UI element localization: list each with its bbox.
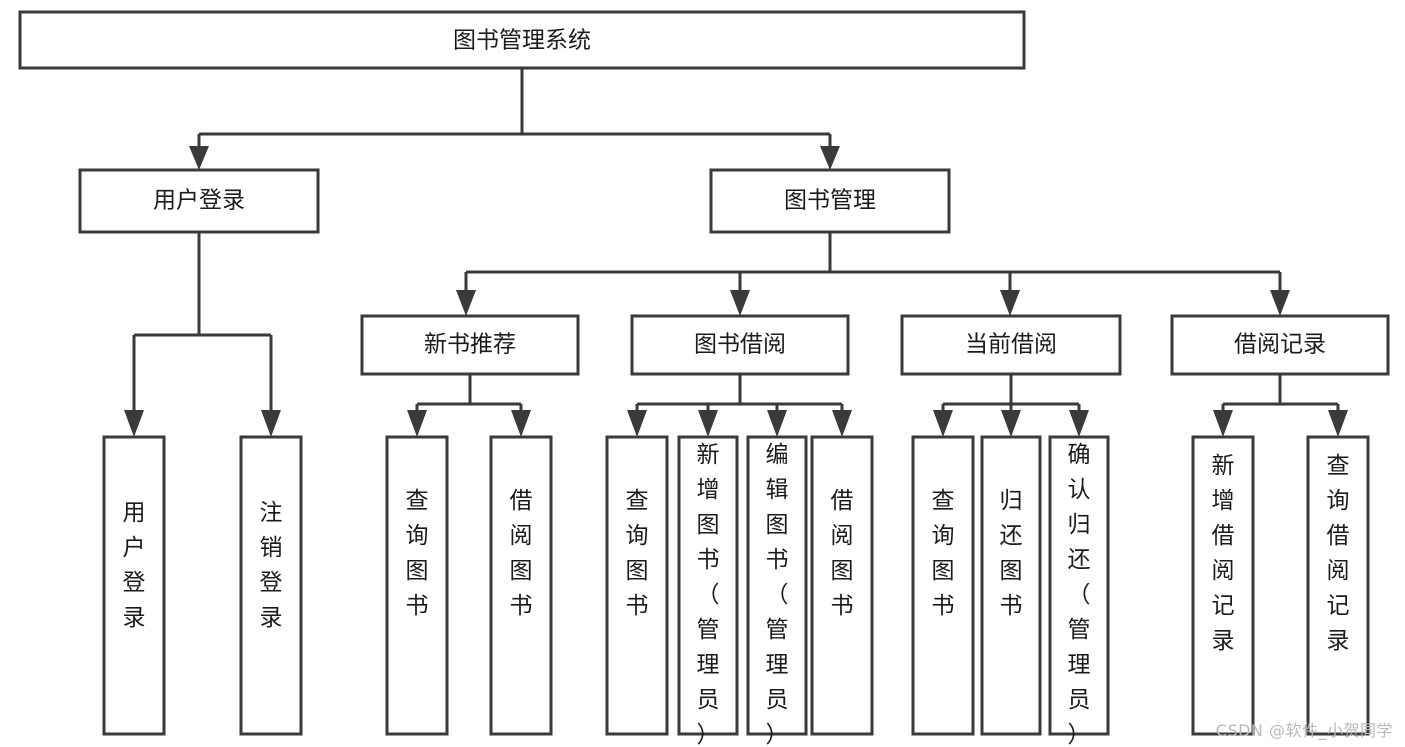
leaf-current-borrow-3[interactable]: 确认归还（管理员）: [1048, 435, 1110, 747]
leaf-user-login-2[interactable]: 注销登录: [239, 435, 303, 736]
leaf-user-login-2-box[interactable]: [239, 435, 303, 736]
arrow-borrow-record-leaf-2: [1328, 410, 1348, 437]
leaf-borrow-book-4[interactable]: 借阅图书: [810, 435, 874, 736]
arrow-user-login-leaf-1: [124, 410, 144, 437]
arrow-root-to-user-login: [189, 146, 209, 170]
node-book-borrow[interactable]: 图书借阅: [630, 314, 850, 376]
leaf-borrow-book-3-box[interactable]: [746, 435, 808, 736]
arrow-current-borrow-leaf-1: [933, 410, 953, 437]
leaf-borrow-book-2-box[interactable]: [677, 435, 739, 736]
connector-group-user-login: [124, 232, 281, 437]
connector-group-borrow-record: [1213, 374, 1348, 437]
leaf-new-book-2[interactable]: 借阅图书: [489, 435, 553, 736]
leaf-new-book-2-label: 借阅图书: [510, 488, 533, 619]
arrow-current-borrow-leaf-3: [1069, 410, 1089, 437]
node-borrow-record-label: 借阅记录: [1234, 332, 1326, 358]
leaf-new-book-2-box[interactable]: [489, 435, 553, 736]
leaf-borrow-record-2-box[interactable]: [1306, 435, 1370, 736]
arrow-book-mgmt-to-borrow-book: [730, 290, 750, 316]
leaf-current-borrow-1[interactable]: 查询图书: [911, 435, 975, 736]
node-user-login-label: 用户登录: [153, 188, 245, 214]
arrow-root-to-book-mgmt: [820, 146, 840, 170]
leaf-current-borrow-1-box[interactable]: [911, 435, 975, 736]
leaf-borrow-book-1-label: 查询图书: [626, 488, 649, 619]
node-current-borrow[interactable]: 当前借阅: [900, 314, 1122, 376]
arrow-borrow-book-leaf-1: [627, 410, 647, 437]
node-current-borrow-box[interactable]: [900, 314, 1122, 376]
node-root[interactable]: 图书管理系统: [18, 10, 1026, 70]
leaf-user-login-2-label: 注销登录: [260, 500, 283, 631]
arrow-borrow-book-leaf-3: [767, 410, 787, 437]
leaf-borrow-book-2-label: 新增图书（管理员）: [697, 442, 720, 747]
arrow-borrow-record-leaf-1: [1213, 410, 1233, 437]
leaf-current-borrow-3-label: 确认归还（管理员）: [1068, 442, 1091, 747]
arrow-book-mgmt-to-borrow-record: [1270, 290, 1290, 316]
arrow-borrow-book-leaf-2: [698, 410, 718, 437]
csdn-watermark: CSDN @软件_小贺同学: [1215, 721, 1393, 740]
leaf-user-login-1[interactable]: 用户登录: [102, 435, 166, 736]
leaf-borrow-book-4-box[interactable]: [810, 435, 874, 736]
node-new-book-recommend[interactable]: 新书推荐: [360, 314, 580, 376]
leaf-current-borrow-2-box[interactable]: [980, 435, 1042, 736]
leaf-borrow-record-1[interactable]: 新增借阅记录: [1191, 435, 1255, 736]
node-book-borrow-label: 图书借阅: [694, 332, 786, 358]
arrow-book-mgmt-to-new-book: [456, 290, 476, 316]
connector-group-book-mgmt: [456, 232, 1290, 316]
node-root-label: 图书管理系统: [453, 28, 591, 54]
node-user-login-box[interactable]: [78, 168, 320, 234]
leaf-borrow-book-1[interactable]: 查询图书: [605, 435, 669, 736]
arrow-current-borrow-leaf-2: [1001, 410, 1021, 437]
connector-group-current-borrow: [933, 374, 1089, 437]
arrow-book-mgmt-to-current-borrow: [1000, 290, 1020, 316]
connector-group-root: [189, 68, 840, 170]
node-root-box[interactable]: [18, 10, 1026, 70]
arrow-borrow-book-leaf-4: [832, 410, 852, 437]
node-book-management-label: 图书管理: [784, 188, 876, 214]
arrow-new-book-leaf-2: [511, 410, 531, 437]
leaf-new-book-1-box[interactable]: [385, 435, 449, 736]
leaf-borrow-record-2-label: 查询借阅记录: [1327, 453, 1350, 654]
node-new-book-recommend-label: 新书推荐: [424, 332, 516, 358]
leaf-new-book-1[interactable]: 查询图书: [385, 435, 449, 736]
node-book-borrow-box[interactable]: [630, 314, 850, 376]
node-current-borrow-label: 当前借阅: [965, 332, 1057, 358]
leaf-current-borrow-1-label: 查询图书: [932, 488, 955, 619]
leaf-borrow-book-3[interactable]: 编辑图书（管理员）: [746, 435, 808, 747]
leaf-current-borrow-2-label: 归还图书: [1000, 488, 1023, 619]
leaf-current-borrow-2[interactable]: 归还图书: [980, 435, 1042, 736]
leaf-borrow-record-2[interactable]: 查询借阅记录: [1306, 435, 1370, 736]
node-book-management[interactable]: 图书管理: [709, 168, 951, 234]
leaf-new-book-1-label: 查询图书: [406, 488, 429, 619]
leaf-borrow-book-3-label: 编辑图书（管理员）: [766, 442, 789, 747]
arrow-new-book-leaf-1: [407, 410, 427, 437]
node-borrow-record[interactable]: 借阅记录: [1170, 314, 1390, 376]
arrow-user-login-leaf-2: [261, 410, 281, 437]
connector-group-new-book: [407, 374, 531, 437]
leaf-borrow-record-1-label: 新增借阅记录: [1212, 453, 1235, 654]
node-new-book-recommend-box[interactable]: [360, 314, 580, 376]
leaf-borrow-book-4-label: 借阅图书: [831, 488, 854, 619]
node-user-login[interactable]: 用户登录: [78, 168, 320, 234]
node-borrow-record-box[interactable]: [1170, 314, 1390, 376]
node-book-management-box[interactable]: [709, 168, 951, 234]
leaf-user-login-1-label: 用户登录: [123, 500, 146, 631]
leaf-current-borrow-3-box[interactable]: [1048, 435, 1110, 736]
leaf-borrow-record-1-box[interactable]: [1191, 435, 1255, 736]
connector-group-borrow-book: [627, 374, 852, 437]
leaf-borrow-book-2[interactable]: 新增图书（管理员）: [677, 435, 739, 747]
leaf-borrow-book-1-box[interactable]: [605, 435, 669, 736]
leaf-user-login-1-box[interactable]: [102, 435, 166, 736]
